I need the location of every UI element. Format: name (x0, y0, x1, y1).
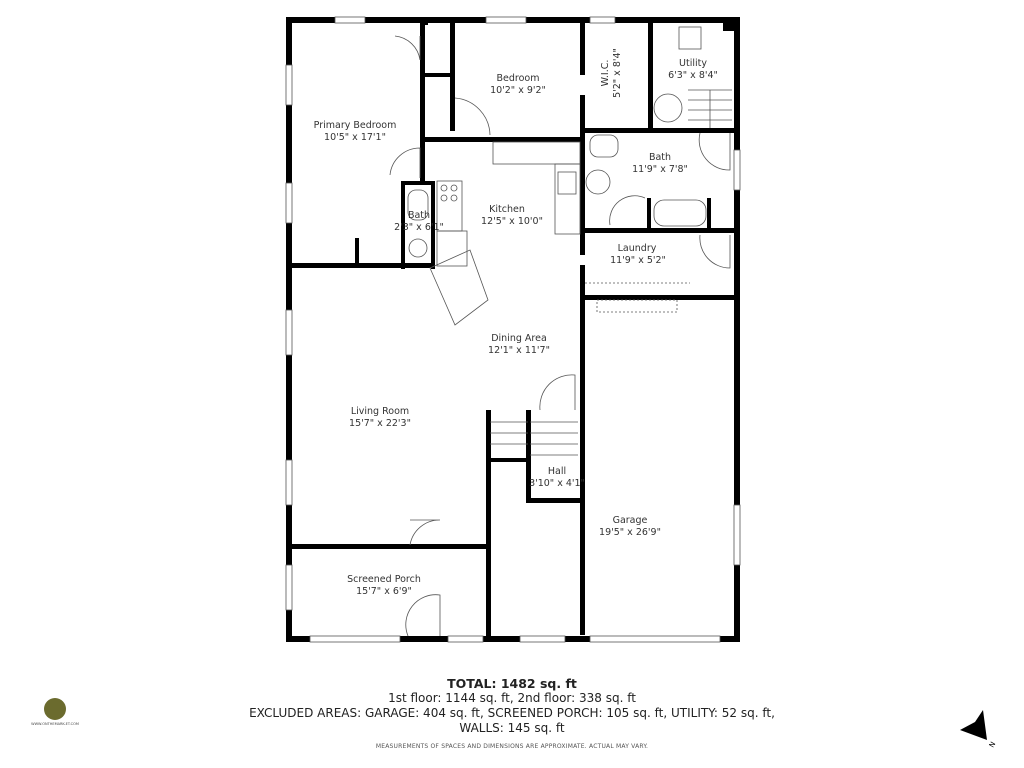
logo-url: WWW.ONTHEMARK-ET.COM (31, 722, 79, 726)
label-bedroom: Bedroom (497, 73, 540, 84)
dims-primary-bedroom: 10'5" x 17'1" (324, 132, 386, 143)
walls (286, 17, 740, 642)
label-utility: Utility (679, 58, 707, 69)
dims-porch: 15'7" x 6'9" (356, 586, 412, 597)
label-garage: Garage (613, 515, 648, 526)
label-bath-small: Bath (408, 210, 430, 221)
label-living: Living Room (351, 406, 409, 417)
dims-laundry: 11'9" x 5'2" (610, 255, 666, 266)
dims-hall: 3'10" x 4'1" (529, 478, 585, 489)
disclaimer: MEASUREMENTS OF SPACES AND DIMENSIONS AR… (375, 743, 649, 750)
dims-wic: 5'2" x 8'4" (612, 48, 623, 98)
total-area: TOTAL: 1482 sq. ft (447, 676, 577, 691)
room-labels: Primary Bedroom 10'5" x 17'1" Bedroom 10… (314, 48, 718, 597)
dims-bath-main: 11'9" x 7'8" (632, 164, 688, 175)
label-hall: Hall (548, 466, 566, 477)
company-logo: WWW.ONTHEMARK-ET.COM (30, 698, 80, 738)
excluded-areas: EXCLUDED AREAS: GARAGE: 404 sq. ft, SCRE… (249, 706, 775, 720)
north-arrow-icon: N (960, 710, 998, 749)
dims-utility: 6'3" x 8'4" (668, 70, 718, 81)
label-kitchen: Kitchen (489, 204, 525, 215)
label-dining: Dining Area (491, 333, 547, 344)
label-wic: W.I.C. (600, 60, 611, 87)
dims-kitchen: 12'5" x 10'0" (481, 216, 543, 227)
label-laundry: Laundry (618, 243, 657, 254)
logo-emblem-icon (44, 698, 66, 720)
fixtures (285, 16, 741, 643)
floor-areas: 1st floor: 1144 sq. ft, 2nd floor: 338 s… (388, 691, 636, 705)
dims-dining: 12'1" x 11'7" (488, 345, 550, 356)
label-porch: Screened Porch (347, 574, 421, 585)
north-label: N (988, 740, 998, 749)
walls-area: WALLS: 145 sq. ft (459, 721, 565, 735)
dims-living: 15'7" x 22'3" (349, 418, 411, 429)
label-bath-main: Bath (649, 152, 671, 163)
label-primary-bedroom: Primary Bedroom (314, 120, 397, 131)
dims-bath-small: 2'3" x 6'1" (394, 222, 444, 233)
dims-garage: 19'5" x 26'9" (599, 527, 661, 538)
dims-bedroom: 10'2" x 9'2" (490, 85, 546, 96)
